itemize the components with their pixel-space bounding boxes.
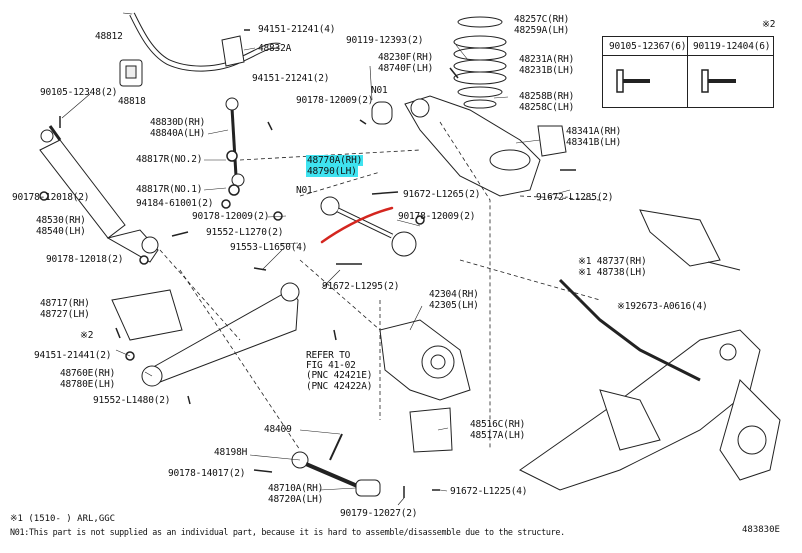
- part-90178-12018-a[interactable]: 90178-12018(2): [12, 192, 90, 203]
- part-mark-2[interactable]: ※2: [80, 330, 94, 341]
- part-91552-L1270[interactable]: 91552-L1270(2): [206, 227, 284, 238]
- part-48727[interactable]: 48727(LH): [40, 309, 90, 320]
- lower-arm-plate: [111, 289, 183, 341]
- part-48258B[interactable]: 48258B(RH): [519, 91, 575, 102]
- part-n01-b[interactable]: N01: [296, 185, 313, 196]
- leader-lines: [61, 12, 571, 506]
- part-90178-12009-c[interactable]: 90178-12009(2): [398, 211, 476, 222]
- part-48341B[interactable]: 48341B(LH): [566, 137, 622, 148]
- part-94151-21241-b[interactable]: 94151-21241(2): [252, 73, 330, 84]
- part-48832A[interactable]: 48832A: [258, 43, 292, 54]
- arm-bushing-n01: [371, 101, 393, 125]
- part-48817R-no2[interactable]: 48817R(NO.2): [136, 154, 203, 165]
- highlight-marker-stroke: [320, 206, 394, 244]
- part-90178-12009-b[interactable]: 90178-12009(2): [192, 211, 270, 222]
- mud-guard: [639, 209, 721, 267]
- part-48258C[interactable]: 48258C(LH): [519, 102, 575, 113]
- part-n01-a[interactable]: N01: [371, 85, 388, 96]
- part-90178-14017[interactable]: 90178-14017(2): [168, 468, 246, 479]
- part-91672-L1265[interactable]: 91672-L1265(2): [403, 189, 481, 200]
- part-48790-text: 48790(LH): [306, 166, 358, 177]
- part-48740F[interactable]: 48740F(LH): [378, 63, 434, 74]
- lateral-control-link: [291, 433, 381, 497]
- reference-lines: [159, 121, 601, 451]
- part-90179-12027[interactable]: 90179-12027(2): [340, 508, 418, 519]
- part-48259A[interactable]: 48259A(LH): [514, 25, 570, 36]
- table-mark: ※2: [762, 19, 776, 30]
- part-94151-21441[interactable]: 94151-21441(2): [34, 350, 112, 361]
- part-90119-12393[interactable]: 90119-12393(2): [346, 35, 424, 46]
- part-48770A[interactable]: 48770A(RH): [306, 155, 364, 166]
- part-91553-L1650[interactable]: 91553-L1650(4): [230, 242, 308, 253]
- footnote-n01: N01:This part is not supplied as an indi…: [10, 527, 565, 537]
- part-48540[interactable]: 48540(LH): [36, 226, 86, 237]
- shock-absorber: [39, 125, 159, 263]
- part-48818[interactable]: 48818: [118, 96, 146, 107]
- part-48198H[interactable]: 48198H: [214, 447, 248, 458]
- stabilizer-link: [230, 107, 238, 177]
- rear-suspension-overview: [519, 278, 781, 491]
- part-48720A[interactable]: 48720A(LH): [268, 494, 324, 505]
- part-48341A[interactable]: 48341A(RH): [566, 126, 622, 137]
- part-48738[interactable]: ※1 48738(LH): [578, 267, 647, 278]
- toe-control-arm: [320, 196, 417, 257]
- part-48530[interactable]: 48530(RH): [36, 215, 86, 226]
- footnote-1: ※1 (1510- ) ARL,GGC: [10, 514, 116, 524]
- part-48409[interactable]: 48409: [264, 424, 292, 435]
- lower-arm-bracket: [409, 407, 453, 453]
- part-48770A-text: 48770A(RH): [306, 155, 364, 166]
- part-94151-21241-a[interactable]: 94151-21241(4): [258, 24, 336, 35]
- part-91552-L1480[interactable]: 91552-L1480(2): [93, 395, 171, 406]
- part-90178-12018-b[interactable]: 90178-12018(2): [46, 254, 124, 265]
- part-48780E[interactable]: 48780E(LH): [60, 379, 116, 390]
- part-48737[interactable]: ※1 48737(RH): [578, 256, 647, 267]
- refer-line-4[interactable]: (PNC 42422A): [306, 381, 373, 392]
- part-48840A[interactable]: 48840A(LH): [150, 128, 206, 139]
- part-94184-61001[interactable]: 94184-61001(2): [136, 198, 214, 209]
- refer-line-1[interactable]: REFER TO: [306, 350, 351, 361]
- part-48231B[interactable]: 48231B(LH): [519, 65, 575, 76]
- part-91672-L1225[interactable]: 91672-L1225(4): [450, 486, 528, 497]
- part-48710A[interactable]: 48710A(RH): [268, 483, 324, 494]
- stabilizer-bar: [129, 12, 281, 72]
- refer-line-3[interactable]: (PNC 42421E): [306, 370, 373, 381]
- fastener-table: 90105-12367(6) 90119-12404(6): [602, 36, 774, 108]
- part-48231A[interactable]: 48231A(RH): [519, 54, 575, 65]
- part-48516C[interactable]: 48516C(RH): [470, 419, 526, 430]
- part-192673-A0616[interactable]: ※192673-A0616(4): [617, 301, 708, 312]
- part-48230F[interactable]: 48230F(RH): [378, 52, 434, 63]
- part-48760E[interactable]: 48760E(RH): [60, 368, 116, 379]
- refer-line-2[interactable]: FIG 41-02: [306, 360, 356, 371]
- bump-stopper: [537, 125, 567, 157]
- part-42305[interactable]: 42305(LH): [429, 300, 479, 311]
- part-48812[interactable]: 48812: [95, 31, 123, 42]
- figure-number: 483830E: [742, 525, 780, 535]
- part-48717[interactable]: 48717(RH): [40, 298, 90, 309]
- part-90178-12009-a[interactable]: 90178-12009(2): [296, 95, 374, 106]
- table-bolt-icons: [616, 69, 736, 93]
- part-42304[interactable]: 42304(RH): [429, 289, 479, 300]
- part-48257C[interactable]: 48257C(RH): [514, 14, 570, 25]
- part-48517A[interactable]: 48517A(LH): [470, 430, 526, 441]
- part-91672-L1295[interactable]: 91672-L1295(2): [322, 281, 400, 292]
- table-col2-part[interactable]: 90119-12404(6): [693, 41, 771, 52]
- part-48790[interactable]: 48790(LH): [306, 166, 358, 177]
- part-48817R-no1[interactable]: 48817R(NO.1): [136, 184, 203, 195]
- stabilizer-bracket: [221, 35, 245, 67]
- part-90105-12348[interactable]: 90105-12348(2): [40, 87, 118, 98]
- upper-arm-assembly: [404, 95, 541, 197]
- coil-spring: [453, 16, 507, 109]
- fastener-bolts: [39, 29, 576, 498]
- part-91672-L1285[interactable]: 91672-L1285(2): [536, 192, 614, 203]
- table-col1-part[interactable]: 90105-12367(6): [609, 41, 687, 52]
- part-48830D[interactable]: 48830D(RH): [150, 117, 206, 128]
